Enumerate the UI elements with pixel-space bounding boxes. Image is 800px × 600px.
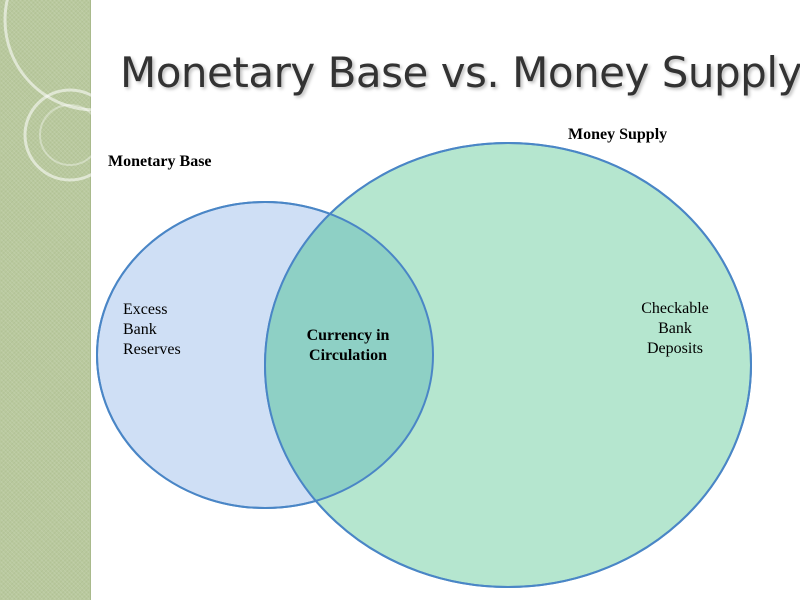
- checkable-bank-deposits-line: Checkable: [641, 300, 709, 317]
- decorative-circles: [3, 0, 187, 182]
- excess-bank-reserves-line: Reserves: [123, 341, 181, 358]
- money-supply-outline: [264, 142, 752, 588]
- money-supply-label: Money Supply: [568, 126, 668, 143]
- excess-bank-reserves-line: Bank: [123, 321, 157, 338]
- currency-in-circulation-line: Currency in: [306, 327, 390, 344]
- checkable-bank-deposits-line: Bank: [658, 320, 692, 337]
- decorative-side-band: [0, 0, 91, 600]
- checkable-bank-deposits-text: Checkable Bank Deposits: [625, 299, 725, 359]
- slide-title: Monetary Base vs. Money Supply: [120, 48, 800, 97]
- monetary-base-label: Monetary Base: [108, 153, 212, 170]
- currency-in-circulation-text: Currency in Circulation: [288, 326, 408, 366]
- checkable-bank-deposits-line: Deposits: [647, 340, 703, 357]
- currency-in-circulation-line: Circulation: [309, 347, 387, 364]
- monetary-base-outline: [96, 201, 434, 509]
- excess-bank-reserves-line: Excess: [123, 301, 168, 318]
- excess-bank-reserves-text: Excess Bank Reserves: [123, 300, 181, 360]
